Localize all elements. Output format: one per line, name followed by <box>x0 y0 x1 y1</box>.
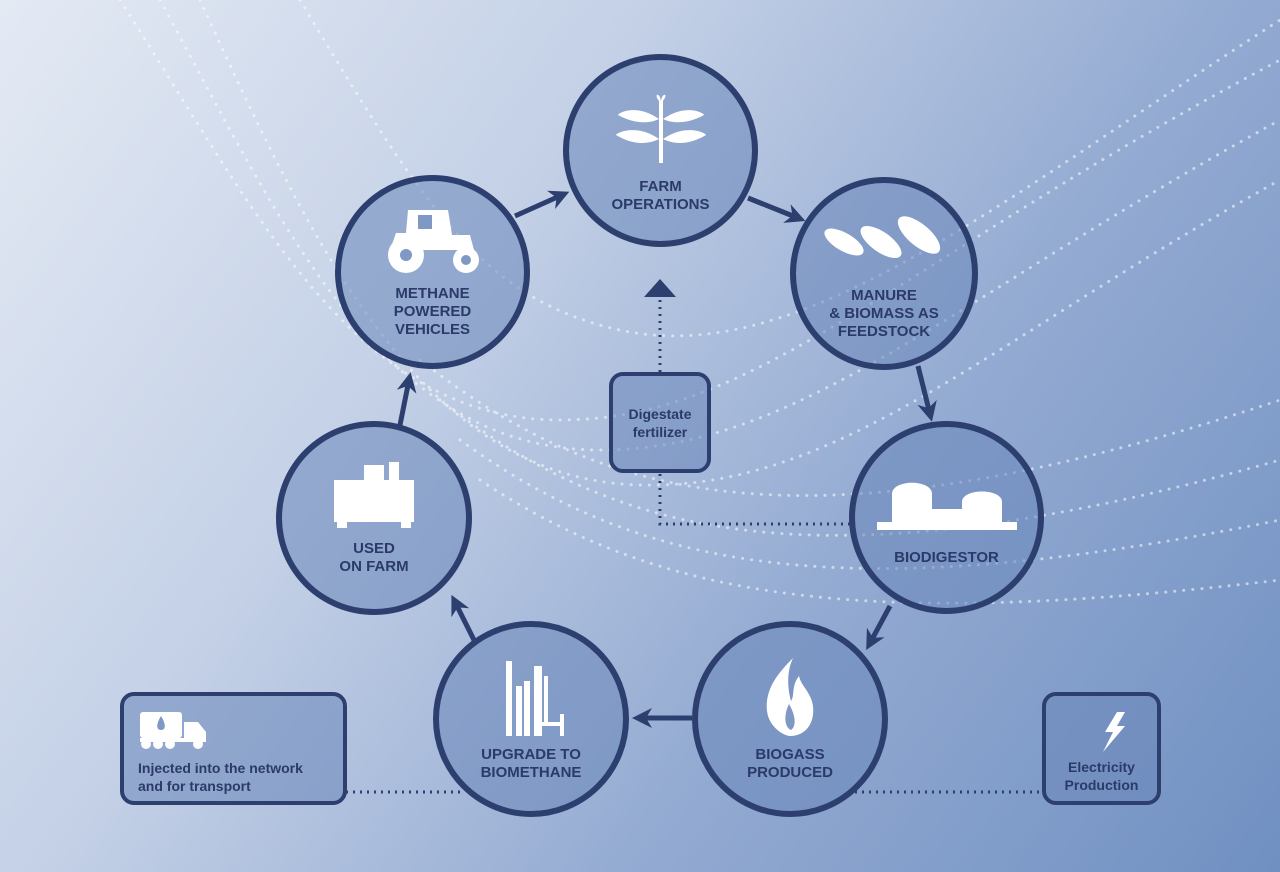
node-manure-biomass-feedstock[interactable]: MANURE & BIOMASS AS FEEDSTOCK <box>790 177 978 370</box>
electricity-label: Electricity Production <box>1064 759 1139 793</box>
node-label: UPGRADE TO BIOMETHANE <box>480 746 582 781</box>
triangle-up-icon <box>644 279 676 297</box>
node-label: USED ON FARM <box>339 540 409 575</box>
arrow-biodigestor-to-biogas <box>866 604 893 651</box>
node-upgrade-to-biomethane[interactable]: UPGRADE TO BIOMETHANE <box>433 621 629 817</box>
node-biodigestor[interactable]: BIODIGESTOR <box>849 421 1044 614</box>
lightning-icon <box>1102 712 1125 752</box>
node-label: BIODIGESTOR <box>894 548 999 566</box>
node-farm-operations[interactable]: FARM OPERATIONS <box>563 54 758 247</box>
biodigester-tanks-icon <box>876 482 1017 530</box>
node-used-on-farm[interactable]: USED ON FARM <box>276 421 472 615</box>
electricity-production-box[interactable]: Electricity Production <box>1042 692 1161 805</box>
node-biogas-produced[interactable]: BIOGASS PRODUCED <box>692 621 888 817</box>
digestate-label: Digestate fertilizer <box>628 405 692 440</box>
flame-icon <box>766 658 814 736</box>
arrow-upgrade-to-used <box>451 594 477 642</box>
digestate-fertilizer-box[interactable]: Digestate fertilizer <box>609 372 711 473</box>
node-label: METHANE POWERED VEHICLES <box>393 285 472 338</box>
generator-icon <box>334 462 414 528</box>
node-label: BIOGASS PRODUCED <box>747 746 833 781</box>
corn-icon <box>824 215 941 258</box>
tanker-truck-icon <box>140 712 206 749</box>
refinery-icon <box>506 661 564 736</box>
arrow-vehicles-to-farm <box>513 190 570 219</box>
arrow-used-to-vehicles <box>396 372 417 426</box>
arrow-manure-to-biodigestor <box>915 365 937 422</box>
injected-network-transport-box[interactable]: Injected into the network and for transp… <box>120 692 347 805</box>
dotted-line-biodigestor-to-digestate <box>658 472 850 526</box>
tractor-icon <box>387 210 479 273</box>
node-label: MANURE & BIOMASS AS FEEDSTOCK <box>829 286 939 340</box>
node-methane-powered-vehicles[interactable]: METHANE POWERED VEHICLES <box>335 175 530 369</box>
plant-icon <box>615 94 706 163</box>
node-label: FARM OPERATIONS <box>611 177 710 213</box>
injected-label: Injected into the network and for transp… <box>138 760 303 794</box>
arrow-farm-to-manure <box>747 195 806 223</box>
